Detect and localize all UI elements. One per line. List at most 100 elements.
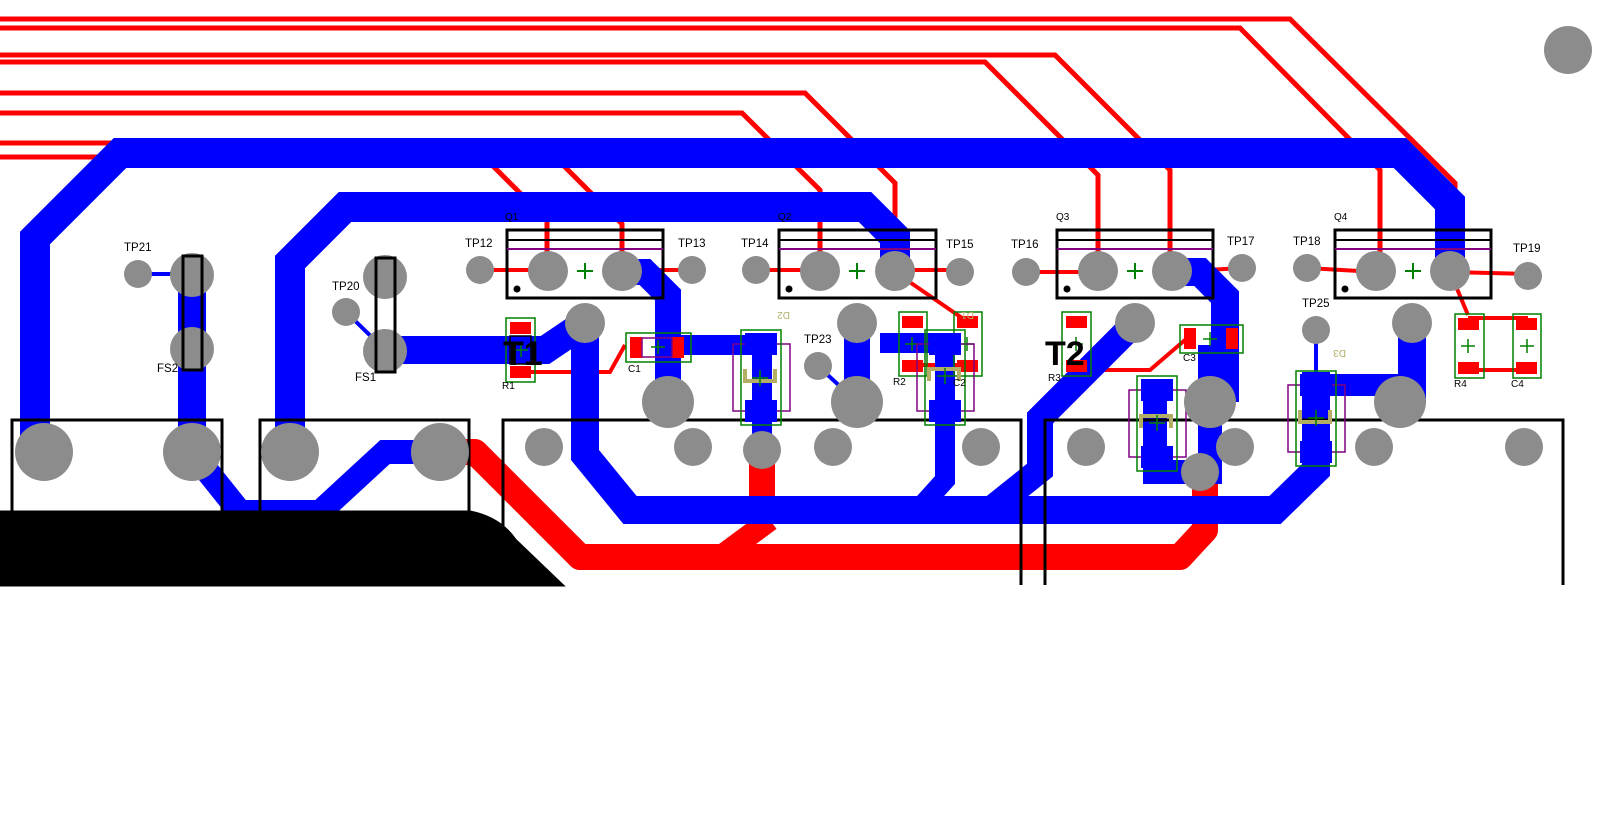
pad-j3-2[interactable] bbox=[674, 428, 712, 466]
pad-q2-3[interactable] bbox=[837, 303, 877, 343]
label-c1: C1 bbox=[628, 364, 641, 375]
bottom-trace-outer-loop[interactable] bbox=[20, 138, 1465, 452]
r1-footprint[interactable] bbox=[505, 317, 536, 383]
pad-j3-4[interactable] bbox=[814, 428, 852, 466]
pad-tp18[interactable] bbox=[1293, 254, 1321, 282]
pad-mount-hole[interactable] bbox=[1544, 26, 1592, 74]
pad-q1-3[interactable] bbox=[565, 303, 605, 343]
connector-outline-j2 bbox=[258, 418, 471, 514]
top-trace-4[interactable] bbox=[0, 59, 1101, 270]
pad-tp19[interactable] bbox=[1514, 262, 1542, 290]
pad-t2-b[interactable] bbox=[1374, 376, 1426, 428]
pad-q1-1[interactable] bbox=[528, 251, 568, 291]
label-r3: R3 bbox=[1048, 373, 1061, 384]
r4-footprint[interactable] bbox=[1454, 313, 1485, 379]
label-fs1: FS1 bbox=[355, 372, 376, 384]
pad-t2-a[interactable] bbox=[1184, 376, 1236, 428]
fs1-outline bbox=[374, 256, 397, 374]
label-t2: T2 bbox=[1045, 335, 1085, 373]
bottom-trace-fs-loop[interactable] bbox=[275, 192, 910, 452]
label-t1: T1 bbox=[503, 335, 543, 373]
pad-j3-1[interactable] bbox=[525, 428, 563, 466]
c4-footprint[interactable] bbox=[1512, 313, 1542, 379]
pad-tp23[interactable] bbox=[804, 352, 832, 380]
label-tp13: TP13 bbox=[678, 238, 706, 250]
label-tp19: TP19 bbox=[1513, 243, 1541, 255]
pad-j4-4[interactable] bbox=[1505, 428, 1543, 466]
label-c2: C2 bbox=[953, 378, 966, 389]
pad-j3-5[interactable] bbox=[962, 428, 1000, 466]
fuse-outlines bbox=[181, 254, 397, 374]
label-fs2: FS2 bbox=[157, 363, 178, 375]
diodes bbox=[732, 329, 1346, 472]
pad-tp15[interactable] bbox=[946, 258, 974, 286]
c1-footprint[interactable] bbox=[625, 332, 692, 363]
pad-tp13[interactable] bbox=[678, 256, 706, 284]
pad-q4-3[interactable] bbox=[1392, 303, 1432, 343]
pad-j2-1[interactable] bbox=[261, 423, 319, 481]
label-r1: R1 bbox=[502, 381, 515, 392]
connector-body-left bbox=[0, 510, 566, 587]
pad-q4-2[interactable] bbox=[1430, 251, 1470, 291]
pad-q3-2[interactable] bbox=[1152, 251, 1192, 291]
label-tp15: TP15 bbox=[946, 239, 974, 251]
c3-footprint[interactable] bbox=[1179, 324, 1244, 354]
label-tp18: TP18 bbox=[1293, 236, 1321, 248]
pad-q3-3[interactable] bbox=[1115, 303, 1155, 343]
top-power-trace-3[interactable] bbox=[713, 511, 777, 566]
pad-j3-3[interactable] bbox=[743, 431, 781, 469]
pad-q2-2[interactable] bbox=[875, 251, 915, 291]
pad-t2-c[interactable] bbox=[1181, 453, 1219, 491]
label-tp12: TP12 bbox=[465, 238, 493, 250]
pad-q3-1[interactable] bbox=[1078, 251, 1118, 291]
d3-footprint[interactable] bbox=[1287, 370, 1346, 467]
label-tp14: TP14 bbox=[741, 238, 769, 250]
label-tp20: TP20 bbox=[332, 281, 360, 293]
label-d1: D1 bbox=[961, 309, 974, 320]
q2-body bbox=[777, 228, 938, 300]
d1-footprint[interactable] bbox=[1128, 375, 1187, 472]
bottom-trace-fs1-out[interactable] bbox=[385, 311, 593, 364]
pad-tp16[interactable] bbox=[1012, 258, 1040, 286]
q4-body bbox=[1333, 228, 1493, 300]
d2-footprint[interactable] bbox=[732, 329, 791, 426]
pad-tp12[interactable] bbox=[466, 256, 494, 284]
label-tp25: TP25 bbox=[1302, 298, 1330, 310]
pad-j1-2[interactable] bbox=[163, 423, 221, 481]
labels: TP21 TP20 TP12 TP13 TP14 TP15 TP16 TP17 … bbox=[124, 212, 1541, 392]
pad-tp25[interactable] bbox=[1302, 316, 1330, 344]
pad-q4-1[interactable] bbox=[1356, 251, 1396, 291]
bottom-trace-q3-diag[interactable] bbox=[981, 313, 1145, 521]
transistor-outlines bbox=[505, 228, 1493, 300]
label-q4: Q4 bbox=[1334, 212, 1348, 223]
label-r2: R2 bbox=[893, 377, 906, 388]
pad-t1-b[interactable] bbox=[831, 376, 883, 428]
pad-t1-a[interactable] bbox=[642, 376, 694, 428]
pad-tp21[interactable] bbox=[124, 260, 152, 288]
connector-outline-j1 bbox=[10, 418, 224, 514]
pad-tp14[interactable] bbox=[742, 256, 770, 284]
label-q1: Q1 bbox=[505, 212, 519, 223]
d4-footprint[interactable] bbox=[916, 329, 975, 426]
pad-tp20[interactable] bbox=[332, 298, 360, 326]
r3-footprint[interactable] bbox=[1061, 311, 1092, 377]
top-trace-2[interactable] bbox=[0, 25, 1383, 270]
pad-tp17[interactable] bbox=[1228, 254, 1256, 282]
pad-j2-2[interactable] bbox=[411, 423, 469, 481]
pad-fs1-1[interactable] bbox=[363, 255, 407, 299]
pad-j4-1[interactable] bbox=[1067, 428, 1105, 466]
label-d2: D2 bbox=[777, 309, 790, 320]
label-tp16: TP16 bbox=[1011, 239, 1039, 251]
pad-fs2-1[interactable] bbox=[170, 253, 214, 297]
label-q2: Q2 bbox=[778, 212, 792, 223]
pad-q2-1[interactable] bbox=[800, 251, 840, 291]
pad-j1-1[interactable] bbox=[15, 423, 73, 481]
top-trace-r1[interactable] bbox=[520, 344, 627, 374]
pad-q1-2[interactable] bbox=[602, 251, 642, 291]
pad-j4-3[interactable] bbox=[1355, 428, 1393, 466]
q1-body bbox=[505, 228, 665, 300]
top-trace-1[interactable] bbox=[0, 16, 1458, 200]
pad-j4-2[interactable] bbox=[1216, 428, 1254, 466]
pad-fs1-2[interactable] bbox=[363, 329, 407, 373]
